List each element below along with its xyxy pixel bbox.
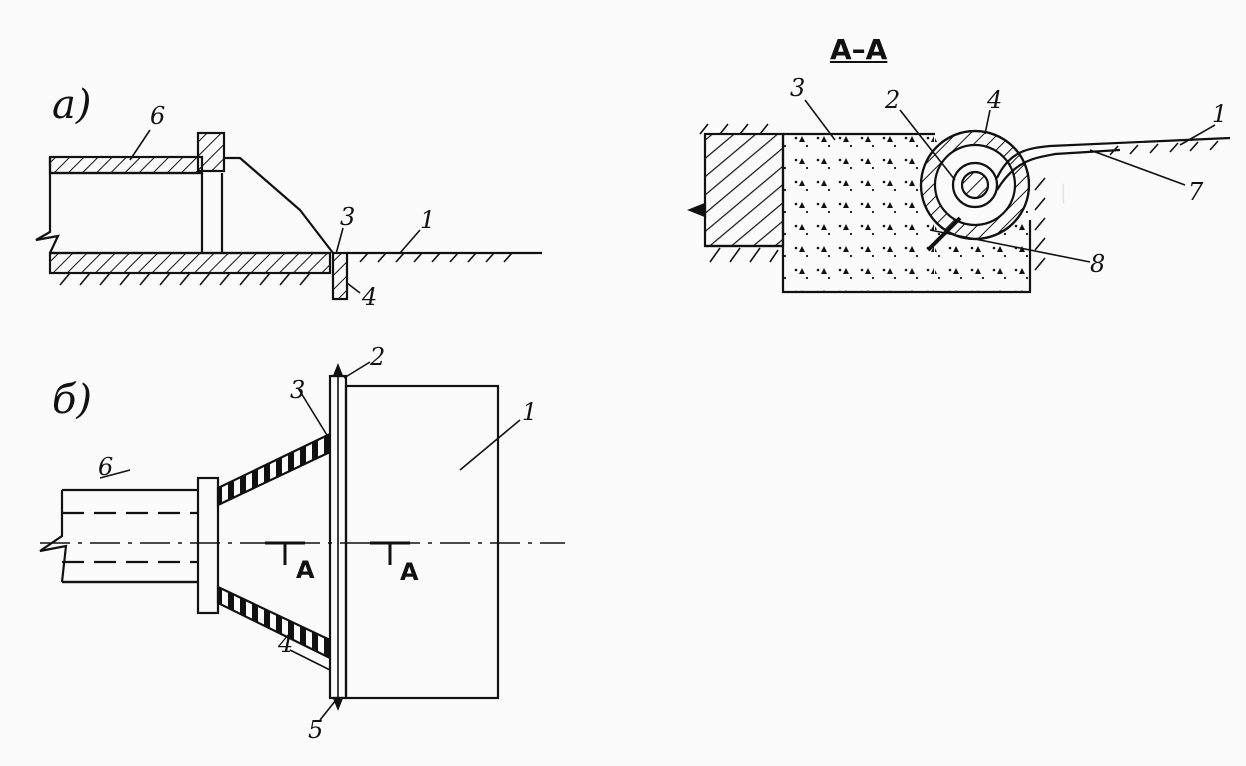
panel-a — [35, 129, 542, 301]
section-a-a — [687, 99, 1231, 294]
plan-basin — [344, 384, 500, 700]
section-title: А–А — [830, 33, 888, 66]
section-mark-right: А — [400, 558, 419, 586]
panel-b-label: б) — [52, 377, 93, 423]
section-mark-left: А — [296, 556, 315, 584]
callout-section-4: 3 — [790, 74, 806, 102]
callout-b-4: 3 — [290, 376, 306, 404]
screen-post — [331, 251, 349, 301]
callout-a-3: 3 — [340, 203, 356, 231]
plan-strut-top — [216, 432, 332, 507]
callout-b-1: 1 — [522, 398, 538, 426]
callout-b-3: 4 — [278, 630, 294, 658]
callout-a-4: 4 — [362, 283, 378, 311]
callout-section-2: 2 — [885, 86, 901, 114]
callout-section-8: 8 — [1090, 250, 1106, 278]
panel-a-label: а) — [52, 82, 92, 128]
panel-b — [39, 361, 565, 721]
plan-pipe — [62, 488, 198, 584]
pipe-top-slab — [48, 155, 204, 175]
callout-b-5: 5 — [308, 716, 324, 744]
callout-a-1: 1 — [420, 206, 436, 234]
callout-a-6: 6 — [150, 102, 166, 130]
callout-section-7: 7 — [1188, 178, 1204, 206]
cone-outline — [224, 156, 334, 254]
pipe-bottom-slab — [48, 251, 332, 275]
section-cable-lead — [996, 136, 1231, 191]
plan-flange — [196, 476, 220, 615]
section-wall — [703, 132, 785, 248]
callout-b-2: 2 — [370, 343, 386, 371]
plan-strut-bottom — [216, 585, 332, 660]
callout-section-1: 1 — [1212, 100, 1228, 128]
pipe-collar — [196, 131, 226, 173]
callout-b-6: 6 — [98, 453, 114, 481]
callout-section-3: 4 — [987, 86, 1003, 114]
